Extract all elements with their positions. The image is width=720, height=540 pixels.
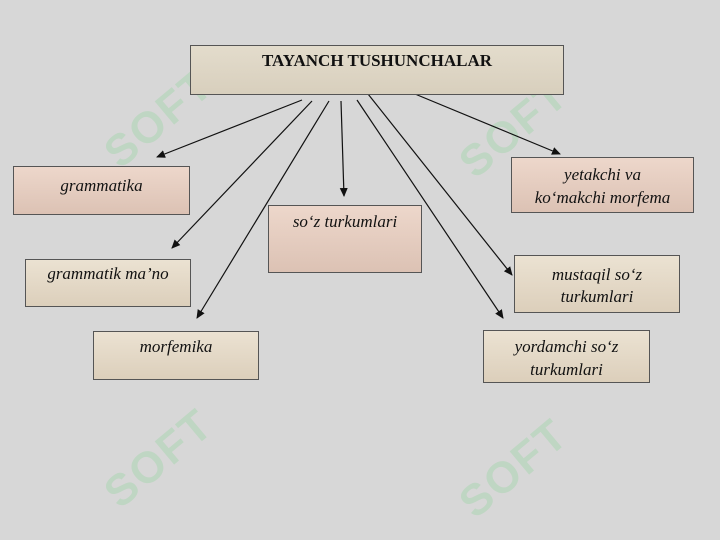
node-label: so‘z turkumlari [292,212,398,231]
arrow-to-soz-turkumlari [339,100,348,197]
node-grammatik-mano: grammatik ma’no [25,259,191,307]
arrow-to-mustaqil [367,93,513,276]
node-label: grammatik ma’no [47,264,169,283]
arrow-to-yordamchi [356,99,504,319]
node-yordamchi: yordamchi so‘z turkumlari [483,330,650,383]
node-label-line: turkumlari [530,359,603,379]
node-label-line: yordamchi so‘z [514,337,619,357]
node-yetakchi-morfema: yetakchi va ko‘makchi morfema [511,157,694,213]
node-label: grammatika [60,176,143,195]
node-label-line: ko‘makchi morfema [534,187,671,207]
arrow-to-grammatika [156,99,303,158]
node-morfemika: morfemika [93,331,259,380]
node-mustaqil: mustaqil so‘z turkumlari [514,255,680,313]
title-box: TAYANCH TUSHUNCHALAR [190,45,564,95]
arrow-to-yetakchi [414,93,561,155]
node-soz-turkumlari: so‘z turkumlari [268,205,422,273]
node-label-line: turkumlari [560,287,634,306]
arrow-to-grammatik-mano [171,100,313,249]
node-label: morfemika [139,337,213,356]
node-label-line: yetakchi va [564,165,641,185]
diagram-title: TAYANCH TUSHUNCHALAR [261,51,493,70]
node-grammatika: grammatika [13,166,190,215]
node-label-line: mustaqil so‘z [551,264,643,284]
arrow-to-morfemika [196,100,330,319]
